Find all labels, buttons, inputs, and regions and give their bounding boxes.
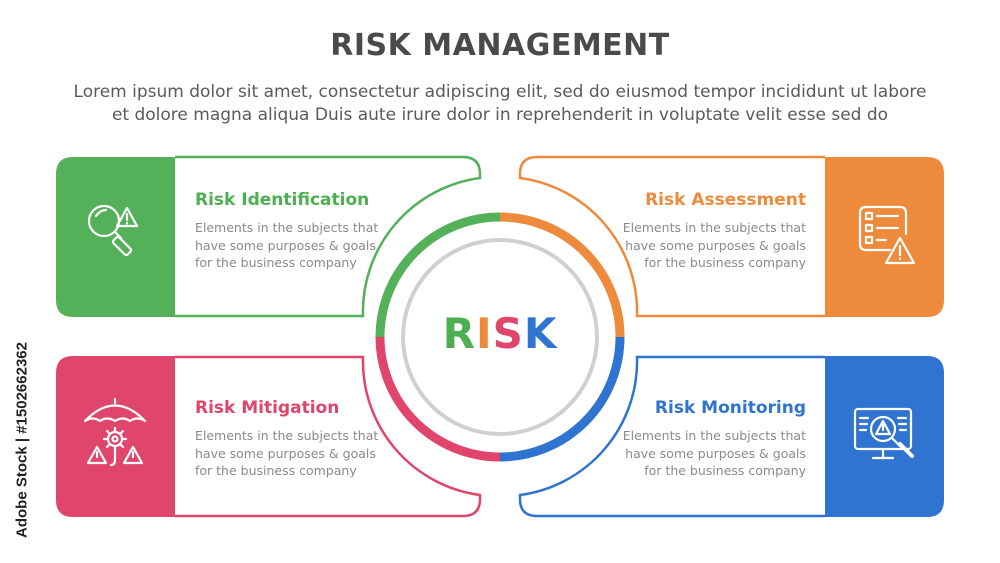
monitor-warning-icon <box>853 407 914 460</box>
checklist-warning-icon <box>858 205 916 265</box>
card-heading-assessment: Risk Assessment <box>645 190 806 210</box>
card-body-line: Elements in the subjects that <box>195 220 379 235</box>
page-title: RISK MANAGEMENT <box>330 28 670 63</box>
ring-segment-blue <box>499 336 625 462</box>
card-monitoring: Risk Monitoring Elements in the subjects… <box>596 398 806 480</box>
center-letter-r: R <box>442 309 476 358</box>
card-tab-monitoring <box>825 356 944 517</box>
side-credit: Adobe Stock | #1502662362 <box>13 342 31 538</box>
subtitle-line-2: et dolore magna aliqua Duis aute irure d… <box>111 105 889 125</box>
card-body-line: have some purposes & goals <box>195 237 376 253</box>
card-mitigation: Risk Mitigation Elements in the subjects… <box>195 398 405 480</box>
card-heading-identification: Risk Identification <box>195 190 370 210</box>
card-body-line: Elements in the subjects that <box>622 220 806 235</box>
ring-segment-green <box>375 212 501 338</box>
center-letter-k: K <box>523 309 558 358</box>
card-body-line: have some purposes & goals <box>625 237 806 253</box>
card-body-assessment: Elements in the subjects that have some … <box>596 219 806 272</box>
card-outline-assessment <box>518 155 825 318</box>
card-identification: Risk Identification Elements in the subj… <box>195 190 405 272</box>
card-body-identification: Elements in the subjects that have some … <box>195 219 405 272</box>
card-body-line: have some purposes & goals <box>195 445 376 461</box>
card-assessment: Risk Assessment Elements in the subjects… <box>596 190 806 272</box>
card-tab-assessment <box>825 157 944 317</box>
page-subtitle: Lorem ipsum dolor sit amet, consectetur … <box>40 81 960 127</box>
card-outline-monitoring <box>518 355 825 518</box>
umbrella-gear-warning-icon <box>83 397 147 467</box>
card-body-line: Elements in the subjects that <box>622 428 806 443</box>
card-outline-mitigation <box>175 355 482 518</box>
ring-segment-orange <box>499 212 625 338</box>
card-body-mitigation: Elements in the subjects that have some … <box>195 427 405 480</box>
center-risk-word: RISK <box>400 309 600 358</box>
magnifier-warning-icon <box>87 204 139 257</box>
center-letter-i: I <box>475 309 493 358</box>
card-heading-monitoring: Risk Monitoring <box>654 398 806 418</box>
inner-gray-ring <box>401 238 599 436</box>
center-letter-s: S <box>492 309 524 358</box>
card-body-line: for the business company <box>195 255 357 270</box>
card-body-line: for the business company <box>195 463 357 478</box>
card-body-monitoring: Elements in the subjects that have some … <box>596 427 806 480</box>
card-body-line: have some purposes & goals <box>625 445 806 461</box>
card-outline-identification <box>175 155 482 318</box>
card-body-line: Elements in the subjects that <box>195 428 379 443</box>
card-heading-mitigation: Risk Mitigation <box>195 398 340 418</box>
subtitle-line-1: Lorem ipsum dolor sit amet, consectetur … <box>73 82 927 102</box>
ring-segment-pink <box>375 336 501 462</box>
card-body-line: for the business company <box>644 463 806 478</box>
card-body-line: for the business company <box>644 255 806 270</box>
